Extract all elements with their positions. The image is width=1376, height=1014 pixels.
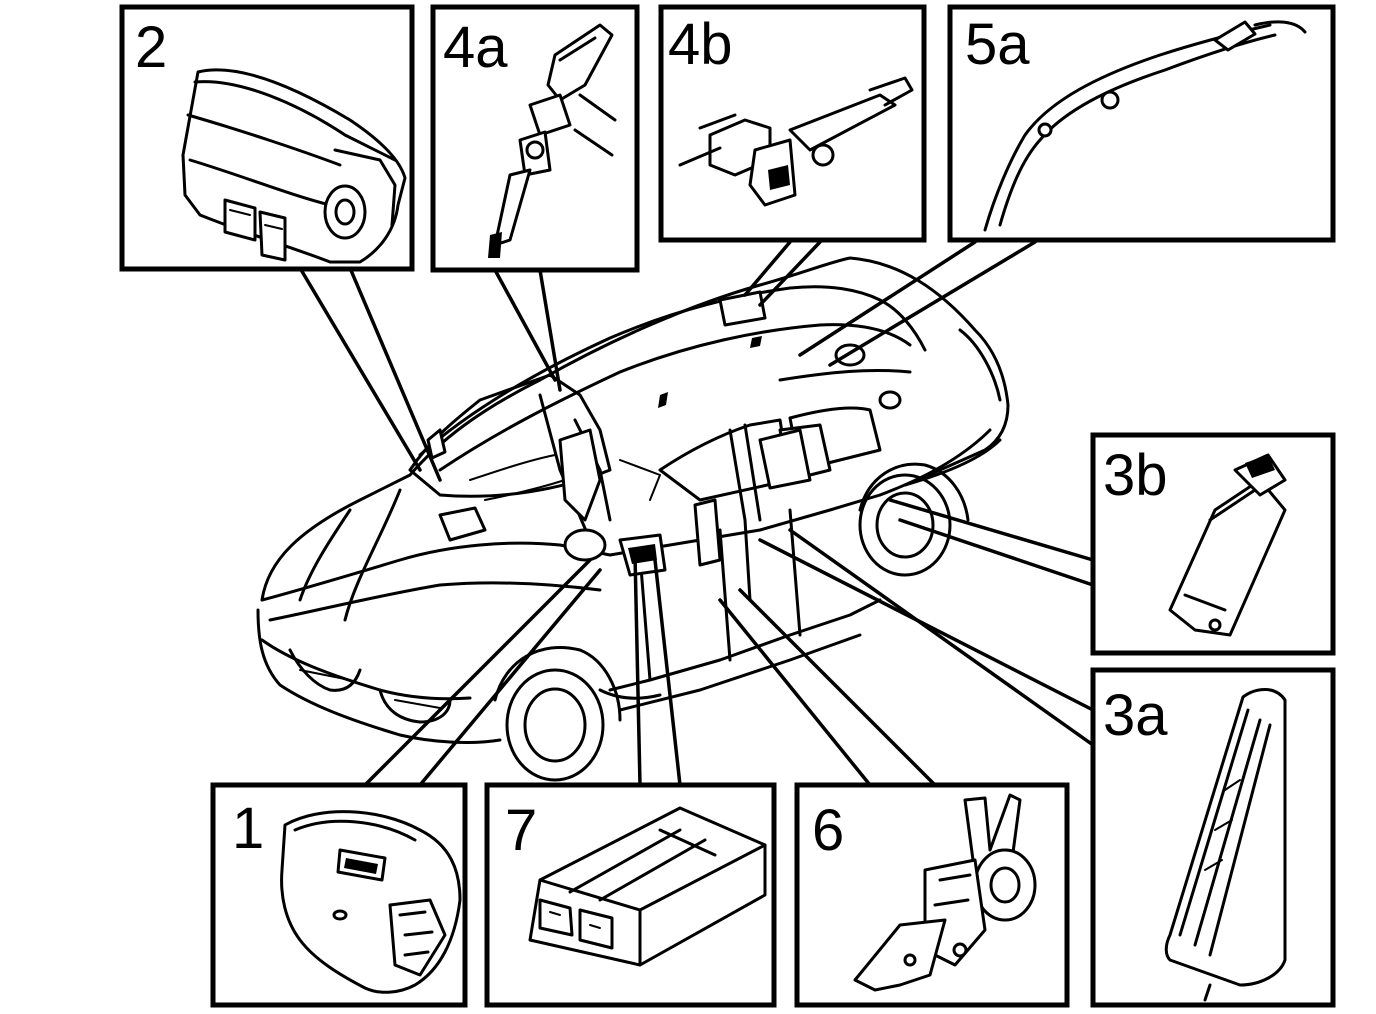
label-4a: 4a bbox=[443, 15, 508, 80]
callout-4b-belt-buckle-pretensioner: 4b bbox=[658, 4, 927, 243]
callout-3b-side-impact-sensor: 3b bbox=[1090, 432, 1336, 656]
pretensioner-mechanism-icon bbox=[678, 76, 914, 207]
srs-control-module-icon bbox=[528, 806, 767, 967]
leader-lines bbox=[298, 240, 1095, 787]
callout-4a-seat-belt-tensioner: 4a bbox=[430, 4, 640, 273]
belt-tensioner-icon bbox=[488, 23, 617, 258]
callout-2-passenger-airbag: 2 bbox=[119, 4, 415, 272]
car-illustration bbox=[256, 256, 1010, 782]
passenger-airbag-module-icon bbox=[181, 68, 407, 264]
callout-6-seat-belt-retractor: 6 bbox=[794, 782, 1070, 1008]
label-3b: 3b bbox=[1103, 443, 1168, 508]
callout-5a-inflatable-curtain: 5a bbox=[947, 4, 1336, 243]
label-1: 1 bbox=[232, 796, 264, 861]
side-sensor-icon bbox=[1168, 453, 1287, 637]
side-airbag-module-icon bbox=[1164, 688, 1287, 1002]
callout-7-control-module: 7 bbox=[484, 782, 777, 1008]
steering-airbag-module-icon bbox=[280, 810, 462, 994]
label-5a: 5a bbox=[965, 12, 1030, 77]
callout-1-steering-wheel-airbag: 1 bbox=[210, 782, 468, 1008]
label-2: 2 bbox=[135, 15, 167, 80]
label-3a: 3a bbox=[1103, 683, 1168, 748]
label-7: 7 bbox=[505, 798, 537, 863]
label-4b: 4b bbox=[668, 12, 733, 77]
belt-retractor-icon bbox=[853, 793, 1037, 992]
label-6: 6 bbox=[812, 798, 844, 863]
callout-3a-side-airbag: 3a bbox=[1090, 667, 1336, 1008]
inflatable-curtain-icon bbox=[983, 20, 1307, 232]
